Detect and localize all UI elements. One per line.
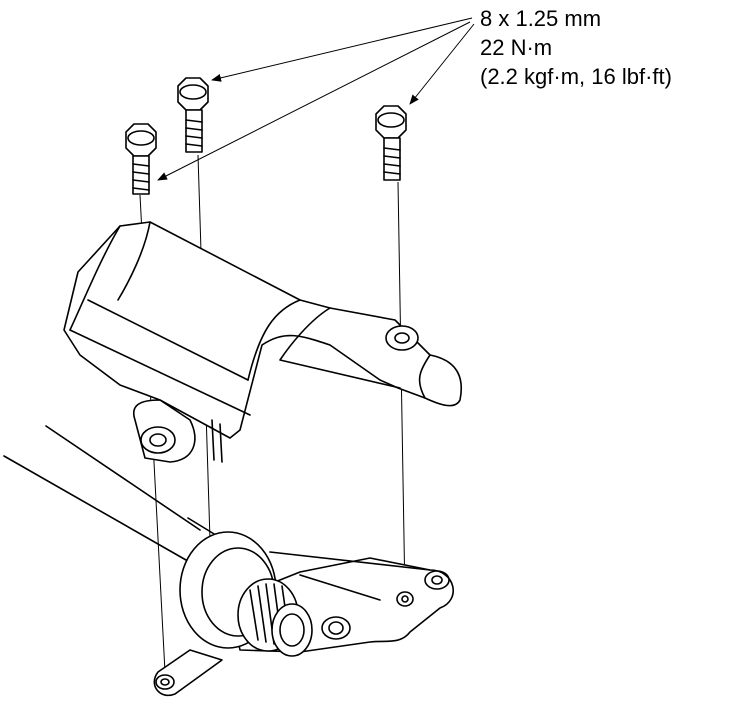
torque-nm-label: 22 N·m bbox=[480, 35, 553, 60]
bolt-left bbox=[125, 123, 157, 195]
leader-arrow-left-bolt bbox=[157, 21, 471, 181]
shaft-cover bbox=[63, 221, 462, 463]
torque-callout: 8 x 1.25 mm 22 N·m (2.2 kgf·m, 16 lbf·ft… bbox=[480, 4, 672, 91]
leader-arrows bbox=[157, 17, 475, 181]
torque-conversion-label: (2.2 kgf·m, 16 lbf·ft) bbox=[480, 64, 672, 89]
bolt-size-label: 8 x 1.25 mm bbox=[480, 6, 602, 31]
leader-arrow-right-bolt bbox=[409, 23, 475, 105]
leader-arrow-center-bolt bbox=[211, 17, 473, 82]
bolt-center bbox=[177, 77, 209, 153]
spline-coupling bbox=[179, 531, 313, 657]
bolt-right bbox=[375, 105, 407, 181]
